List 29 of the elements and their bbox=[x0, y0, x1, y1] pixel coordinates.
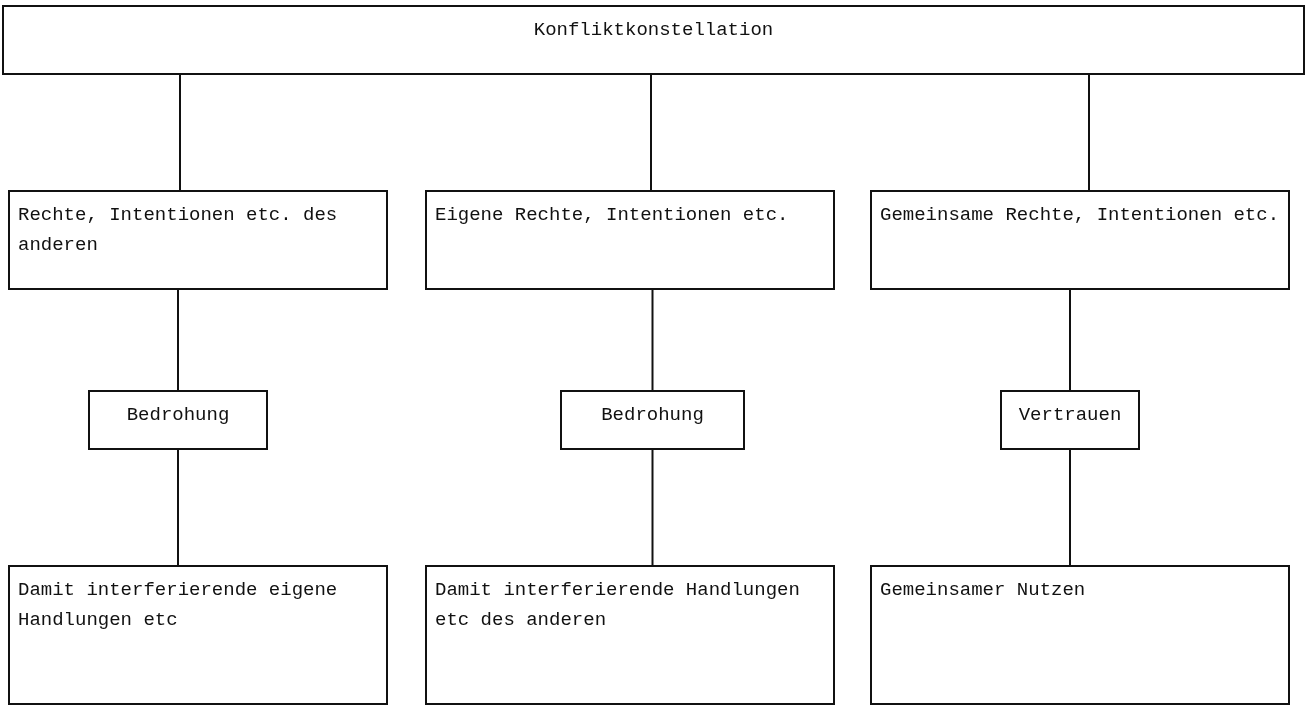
label-box bbox=[560, 390, 745, 450]
text-box bbox=[870, 565, 1290, 705]
connector-line bbox=[1069, 289, 1071, 391]
connector-line bbox=[1088, 74, 1090, 191]
node-text: Eigene Rechte, Intentionen etc. bbox=[435, 203, 790, 228]
heading-box bbox=[2, 5, 1305, 75]
node-text: Rechte, Intentionen etc. des anderen bbox=[18, 203, 339, 258]
text-box bbox=[870, 190, 1290, 290]
node-text: Bedrohung bbox=[125, 403, 231, 428]
node-text: Bedrohung bbox=[600, 403, 705, 428]
text-box bbox=[425, 565, 835, 705]
text-box bbox=[8, 190, 388, 290]
connector-line bbox=[179, 74, 181, 191]
connector-line bbox=[177, 449, 179, 566]
node-text: Gemeinsame Rechte, Intentionen etc. bbox=[880, 203, 1280, 228]
label-box bbox=[88, 390, 268, 450]
connector-line bbox=[1069, 449, 1071, 566]
connector-line bbox=[650, 74, 652, 191]
node-text: Vertrauen bbox=[1017, 403, 1123, 428]
text-box bbox=[425, 190, 835, 290]
node-text: Gemeinsamer Nutzen bbox=[880, 578, 1087, 603]
node-text: Damit interferierende Handlungen etc des anderen bbox=[435, 578, 801, 633]
connector-line bbox=[651, 289, 654, 391]
label-box bbox=[1000, 390, 1140, 450]
connector-line bbox=[177, 289, 179, 391]
node-text: Konfliktkonstellation bbox=[532, 18, 775, 43]
text-box bbox=[8, 565, 388, 705]
connector-line bbox=[651, 449, 654, 566]
node-text: Damit interferierende eigene Handlungen etc bbox=[18, 578, 339, 633]
